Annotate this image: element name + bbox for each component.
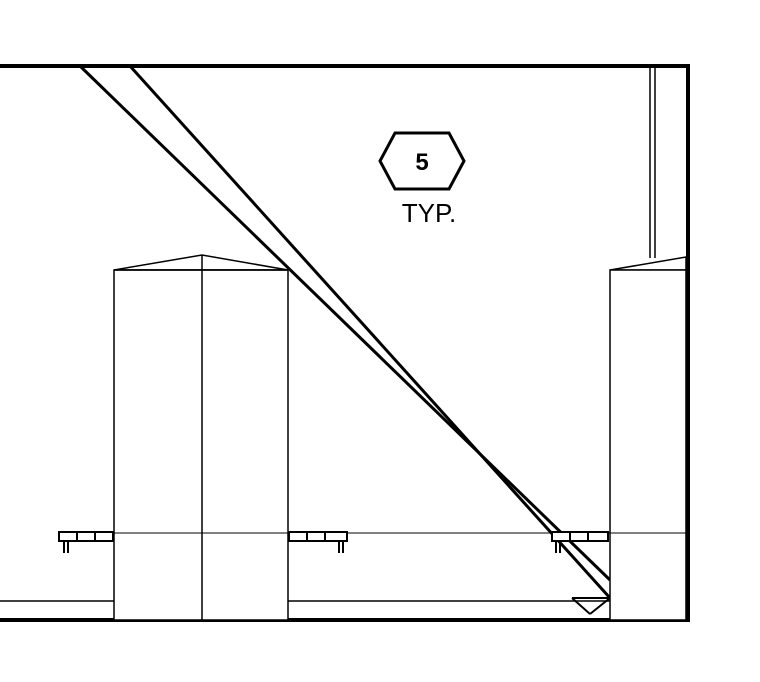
detail-tag: 5 TYP. <box>378 131 466 228</box>
bracket-plate-1 <box>288 531 308 542</box>
bracket-plate-2 <box>306 531 326 542</box>
diagonal-brace <box>78 64 612 615</box>
brace-end-diagonal <box>589 597 611 615</box>
bracket-plate-3 <box>94 531 114 542</box>
anchor-bracket-right <box>551 531 609 553</box>
bracket-plate-1 <box>551 531 571 542</box>
left-column <box>113 254 289 621</box>
right-column-cap <box>609 256 687 271</box>
brace-edge-upper <box>78 64 612 582</box>
right-column <box>609 256 687 621</box>
anchor-bracket-mid <box>288 531 348 553</box>
bracket-plate-1 <box>58 531 78 542</box>
left-column-cap <box>113 254 289 271</box>
bracket-plate-3 <box>324 531 348 542</box>
bracket-plate-2 <box>76 531 96 542</box>
brace-end-left <box>571 597 591 615</box>
left-column-body <box>113 269 289 621</box>
hexagon-tag-icon <box>378 131 466 191</box>
bracket-plate-2 <box>569 531 589 542</box>
bracket-plate-3 <box>587 531 609 542</box>
detail-tag-note: TYP. <box>402 198 456 228</box>
detail-tag-number: 5 <box>415 149 428 176</box>
right-column-body <box>609 269 687 621</box>
anchor-bracket-left <box>58 531 114 553</box>
brace-edge-lower <box>128 64 612 600</box>
